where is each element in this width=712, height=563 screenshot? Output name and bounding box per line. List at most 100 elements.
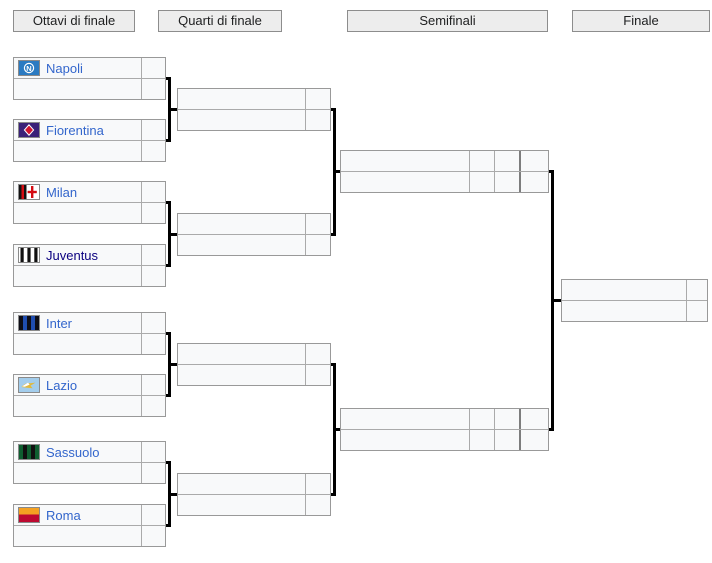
team-cell-tbd (178, 110, 305, 130)
team-cell: Juventus (14, 245, 141, 265)
score-cell (305, 365, 330, 385)
connector-line (336, 170, 340, 174)
team-cell-tbd (562, 301, 686, 321)
match-box-ottavi-7: Sassuolo (13, 441, 166, 484)
connector-line (168, 201, 171, 267)
team-link-lazio[interactable]: Lazio (46, 377, 78, 393)
score-cell (141, 442, 165, 462)
connector-line (554, 299, 561, 302)
score-cell (141, 182, 165, 202)
score-cell (141, 375, 165, 395)
match-box-quarti-4 (177, 472, 331, 516)
match-box-ottavi-6: Lazio (13, 374, 166, 417)
connector-line (171, 492, 177, 496)
match-box-semifinale-2 (340, 407, 549, 451)
score-cell (141, 120, 165, 140)
team-cell-tbd (178, 89, 305, 109)
score-cell (141, 396, 165, 416)
round-header-ottavi: Ottavi di finale (13, 10, 135, 32)
connector-line (168, 332, 171, 397)
score-cell (305, 344, 330, 364)
match-box-ottavi-8: Roma (13, 504, 166, 547)
score-cell (686, 301, 707, 321)
team-cell-tbd (178, 344, 305, 364)
team-cell-tbd (14, 141, 141, 161)
team-cell-tbd (14, 266, 141, 286)
team-cell-tbd (562, 280, 686, 300)
score-cell (141, 266, 165, 286)
score-cell-leg1 (469, 151, 494, 172)
score-cell-leg2 (494, 172, 519, 193)
score-cell-aggregate (519, 429, 548, 450)
team-link-roma[interactable]: Roma (46, 507, 81, 523)
score-cell-leg2 (494, 429, 519, 450)
score-cell-leg1 (469, 429, 494, 450)
score-cell (141, 203, 165, 223)
connector-line (171, 232, 177, 236)
match-box-ottavi-3: Milan (13, 181, 166, 224)
connector-line (333, 108, 336, 236)
inter-flag-icon (18, 315, 40, 331)
score-cell-aggregate (519, 408, 548, 429)
score-cell (141, 334, 165, 354)
match-box-ottavi-4: Juventus (13, 244, 166, 287)
team-cell-tbd (14, 334, 141, 354)
score-cell (305, 473, 330, 494)
score-cell (141, 79, 165, 99)
team-cell-tbd (178, 234, 305, 255)
score-cell-leg1 (469, 172, 494, 193)
milan-flag-icon (18, 184, 40, 200)
team-cell-tbd (341, 172, 469, 193)
team-cell: Sassuolo (14, 442, 141, 462)
score-cell-aggregate (519, 151, 548, 172)
team-cell-tbd (14, 79, 141, 99)
connector-line (168, 461, 171, 527)
team-cell-tbd (14, 463, 141, 483)
napoli-flag-icon: N (18, 60, 40, 76)
team-cell-tbd (178, 473, 305, 494)
score-cell (686, 280, 707, 300)
score-cell (141, 463, 165, 483)
score-cell (141, 505, 165, 525)
score-cell (141, 58, 165, 78)
team-cell-tbd (178, 365, 305, 385)
team-cell-tbd (178, 494, 305, 515)
connector-line (171, 363, 177, 366)
score-cell (141, 313, 165, 333)
score-cell (305, 110, 330, 130)
team-cell: Milan (14, 182, 141, 202)
match-box-ottavi-2: Fiorentina (13, 119, 166, 162)
fiorentina-flag-icon (18, 122, 40, 138)
round-header-quarti: Quarti di finale (158, 10, 282, 32)
team-link-napoli[interactable]: Napoli (46, 60, 83, 76)
score-cell (305, 494, 330, 515)
match-box-semifinale-1 (340, 150, 549, 194)
score-cell (305, 213, 330, 234)
team-cell-tbd (14, 526, 141, 546)
team-link-fiorentina[interactable]: Fiorentina (46, 122, 104, 138)
team-link-inter[interactable]: Inter (46, 315, 73, 331)
team-cell: Inter (14, 313, 141, 333)
connector-line (168, 77, 171, 142)
score-cell (141, 245, 165, 265)
team-cell-tbd (14, 203, 141, 223)
team-link-sassuolo[interactable]: Sassuolo (46, 444, 100, 460)
team-link-milan[interactable]: Milan (46, 184, 78, 200)
score-cell (305, 234, 330, 255)
score-cell (141, 141, 165, 161)
match-box-quarti-1 (177, 88, 331, 131)
team-cell: N Napoli (14, 58, 141, 78)
score-cell-aggregate (519, 172, 548, 193)
score-cell (305, 89, 330, 109)
svg-text:N: N (26, 64, 31, 73)
team-cell-tbd (14, 396, 141, 416)
team-link-juventus[interactable]: Juventus (46, 247, 99, 263)
juventus-flag-icon (18, 247, 40, 263)
team-cell-tbd (178, 213, 305, 234)
match-box-ottavi-1: N Napoli (13, 57, 166, 100)
team-cell-tbd (341, 151, 469, 172)
match-box-finale (561, 279, 708, 322)
score-cell-leg2 (494, 151, 519, 172)
roma-flag-icon (18, 507, 40, 523)
